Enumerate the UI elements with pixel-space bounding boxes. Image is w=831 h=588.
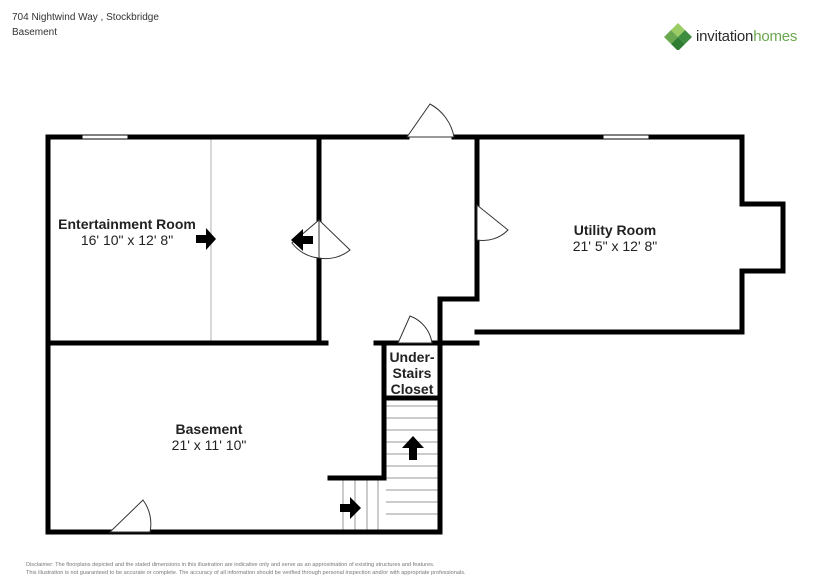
logo-word-invitation: invitation [696,27,754,45]
room-label-basement: Basement 21' x 11' 10" [134,421,284,453]
arrow-right-icon [196,228,216,250]
room-name-closet-1: Under- [389,349,435,365]
disclaimer: Disclaimer: The floorplans depicted and … [26,561,466,577]
room-label-closet: Under- Stairs Closet [384,349,440,397]
window-entertainment [81,134,129,140]
logo-text: invitationhomes [696,28,797,45]
logo-icon [664,23,692,50]
disclaimer-line-2: This illustration is not guaranteed to b… [26,570,466,576]
room-label-entertainment: Entertainment Room 16' 10" x 12' 8" [52,216,202,248]
room-name-entertainment: Entertainment Room [58,216,196,232]
windows [81,134,650,140]
arrow-up-icon [402,436,424,460]
disclaimer-line-1: Disclaimer: The floorplans depicted and … [26,562,435,568]
room-dims-entertainment: 16' 10" x 12' 8" [80,232,174,248]
door-entertainment-right [318,218,351,260]
address: 704 Nightwind Way , Stockbridge [12,12,159,23]
room-name-closet-2: Stairs [392,365,432,381]
logo-word-homes: homes [753,27,798,45]
room-label-utility: Utility Room 21' 5" x 12' 8" [540,222,690,254]
room-name-utility: Utility Room [573,222,657,238]
room-name-basement: Basement [175,421,243,437]
arrow-right-stairs-icon [340,497,361,519]
arrow-left-icon [291,229,313,251]
doors [108,103,509,533]
room-dims-basement: 21' x 11' 10" [171,437,247,453]
arrows [196,228,424,519]
door-utility [476,203,509,241]
door-top [406,103,455,138]
header: 704 Nightwind Way , Stockbridge Basement [12,10,159,40]
floor-name: Basement [12,27,58,38]
door-basement [108,499,152,533]
logo: invitationhomes [664,22,797,50]
room-name-closet-3: Closet [390,381,434,397]
window-utility [602,134,650,140]
room-dims-utility: 21' 5" x 12' 8" [572,238,658,254]
door-closet [397,315,433,344]
stairs [342,405,440,532]
